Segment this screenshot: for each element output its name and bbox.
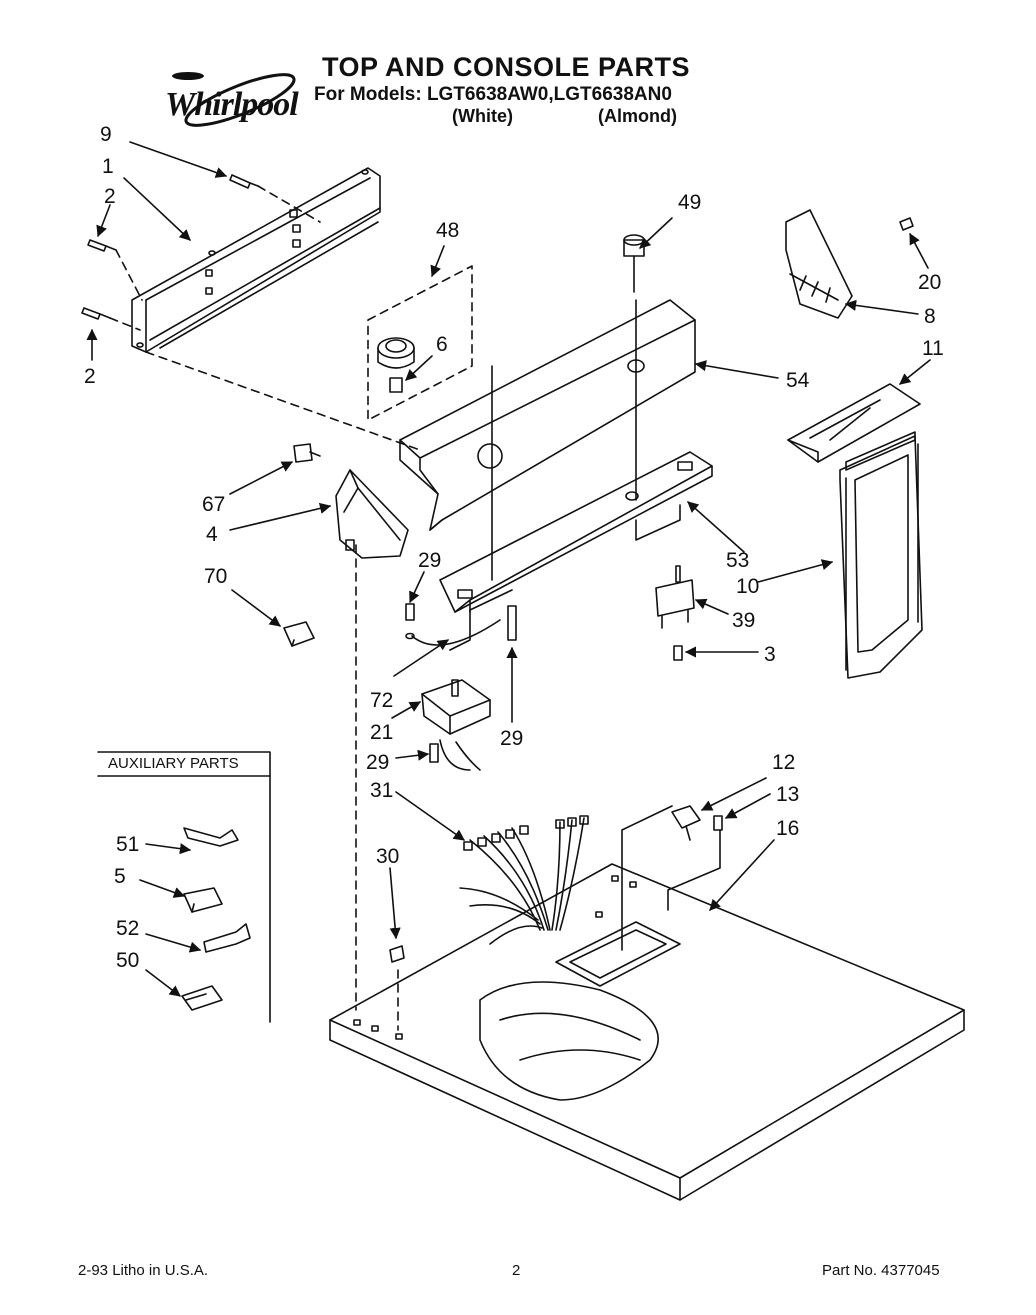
page-title: TOP AND CONSOLE PARTS: [322, 52, 691, 82]
callout-53: 53: [726, 549, 750, 572]
callout-54: 54: [786, 369, 810, 392]
variant-white: (White): [452, 106, 513, 126]
switch-39-part: [655, 565, 695, 661]
console-panel-part: [399, 299, 696, 581]
cabinet-top-part: [329, 863, 965, 1201]
whirlpool-logo: [172, 72, 296, 127]
variant-almond: (Almond): [598, 106, 677, 126]
knob-part: [377, 337, 415, 393]
callout-51: 51: [116, 833, 140, 856]
callout-16: 16: [776, 817, 800, 840]
callout-30: 30: [376, 845, 400, 868]
callout-70: 70: [204, 565, 228, 588]
callout-5: 5: [114, 865, 126, 888]
callout-6: 6: [436, 333, 448, 356]
auxiliary-parts-title: AUXILIARY PARTS: [108, 755, 239, 772]
end-cap-part: [293, 443, 409, 559]
console-channel-part: [439, 451, 713, 613]
callout-39: 39: [732, 609, 756, 632]
callout-4: 4: [206, 523, 218, 546]
callout-49: 49: [678, 191, 702, 214]
timer-21-part: [421, 589, 513, 771]
callout-10: 10: [736, 575, 760, 598]
callout-72: 72: [370, 689, 394, 712]
callout-21: 21: [370, 721, 394, 744]
callout-2-upper: 2: [104, 185, 116, 208]
callout-12: 12: [772, 751, 796, 774]
callout-52: 52: [116, 917, 140, 940]
wire-harness-part: [459, 815, 589, 945]
callout-67: 67: [202, 493, 226, 516]
rear-bracket-part: [131, 167, 381, 353]
footer-part-number: Part No. 4377045: [822, 1262, 940, 1279]
clip-70-part: [283, 621, 315, 647]
screw-parts: [81, 174, 259, 320]
lint-filter-part: [787, 383, 923, 679]
callout-31: 31: [370, 779, 394, 802]
footer-page-number: 2: [512, 1262, 521, 1279]
callout-13: 13: [776, 783, 800, 806]
bracket-8-part: [785, 209, 914, 319]
callout-20: 20: [918, 271, 942, 294]
callout-3: 3: [764, 643, 776, 666]
callout-9: 9: [100, 123, 112, 146]
callout-50: 50: [116, 949, 140, 972]
clip-12-part: [621, 805, 723, 951]
leader-lines: [86, 141, 931, 997]
footer-litho: 2-93 Litho in U.S.A.: [78, 1262, 209, 1279]
alignment-lines: [109, 185, 473, 1031]
model-numbers: For Models: LGT6638AW0,LGT6638AN0: [314, 84, 672, 105]
callout-2-lower: 2: [84, 365, 96, 388]
callout-29-c: 29: [366, 751, 390, 774]
callout-11: 11: [922, 337, 944, 360]
auxiliary-parts-box: [97, 751, 271, 1023]
callout-8: 8: [924, 305, 936, 328]
callout-29-a: 29: [418, 549, 442, 572]
callout-29-b: 29: [500, 727, 524, 750]
brand-wordmark: Whirlpool: [165, 86, 299, 123]
callout-1: 1: [102, 155, 114, 178]
callout-48: 48: [436, 219, 460, 242]
small-knob-part: [623, 234, 645, 293]
